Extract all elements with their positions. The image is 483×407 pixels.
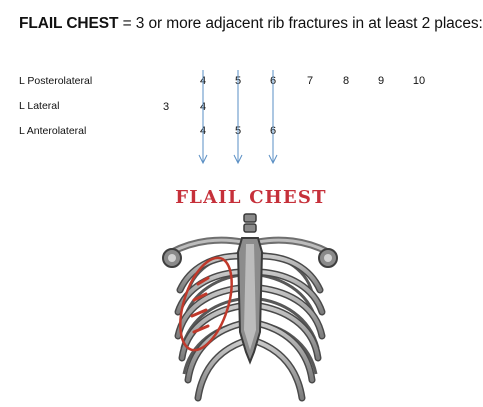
rib-cage-illustration	[162, 213, 338, 402]
rib-number: 3	[162, 101, 170, 113]
figure-title: FLAIL CHEST	[175, 187, 327, 208]
rib-number: 7	[306, 75, 314, 87]
heading-definition: = 3 or more adjacent rib fractures in at…	[118, 15, 483, 32]
row-label-posterolateral: L Posterolateral	[19, 75, 93, 87]
row-label-anterolateral: L Anterolateral	[19, 125, 87, 137]
rib-number: 8	[342, 75, 350, 87]
page-heading: FLAIL CHEST = 3 or more adjacent rib fra…	[19, 15, 483, 33]
rib-number: 10	[412, 75, 426, 87]
row-label-lateral: L Lateral	[19, 100, 60, 112]
arrow-rib-4-icon	[198, 70, 208, 165]
arrow-rib-6-icon	[268, 70, 278, 165]
rib-number: 9	[377, 75, 385, 87]
heading-term: FLAIL CHEST	[19, 15, 119, 32]
flail-segment-arrows	[198, 70, 278, 165]
arrow-rib-5-icon	[233, 70, 243, 165]
